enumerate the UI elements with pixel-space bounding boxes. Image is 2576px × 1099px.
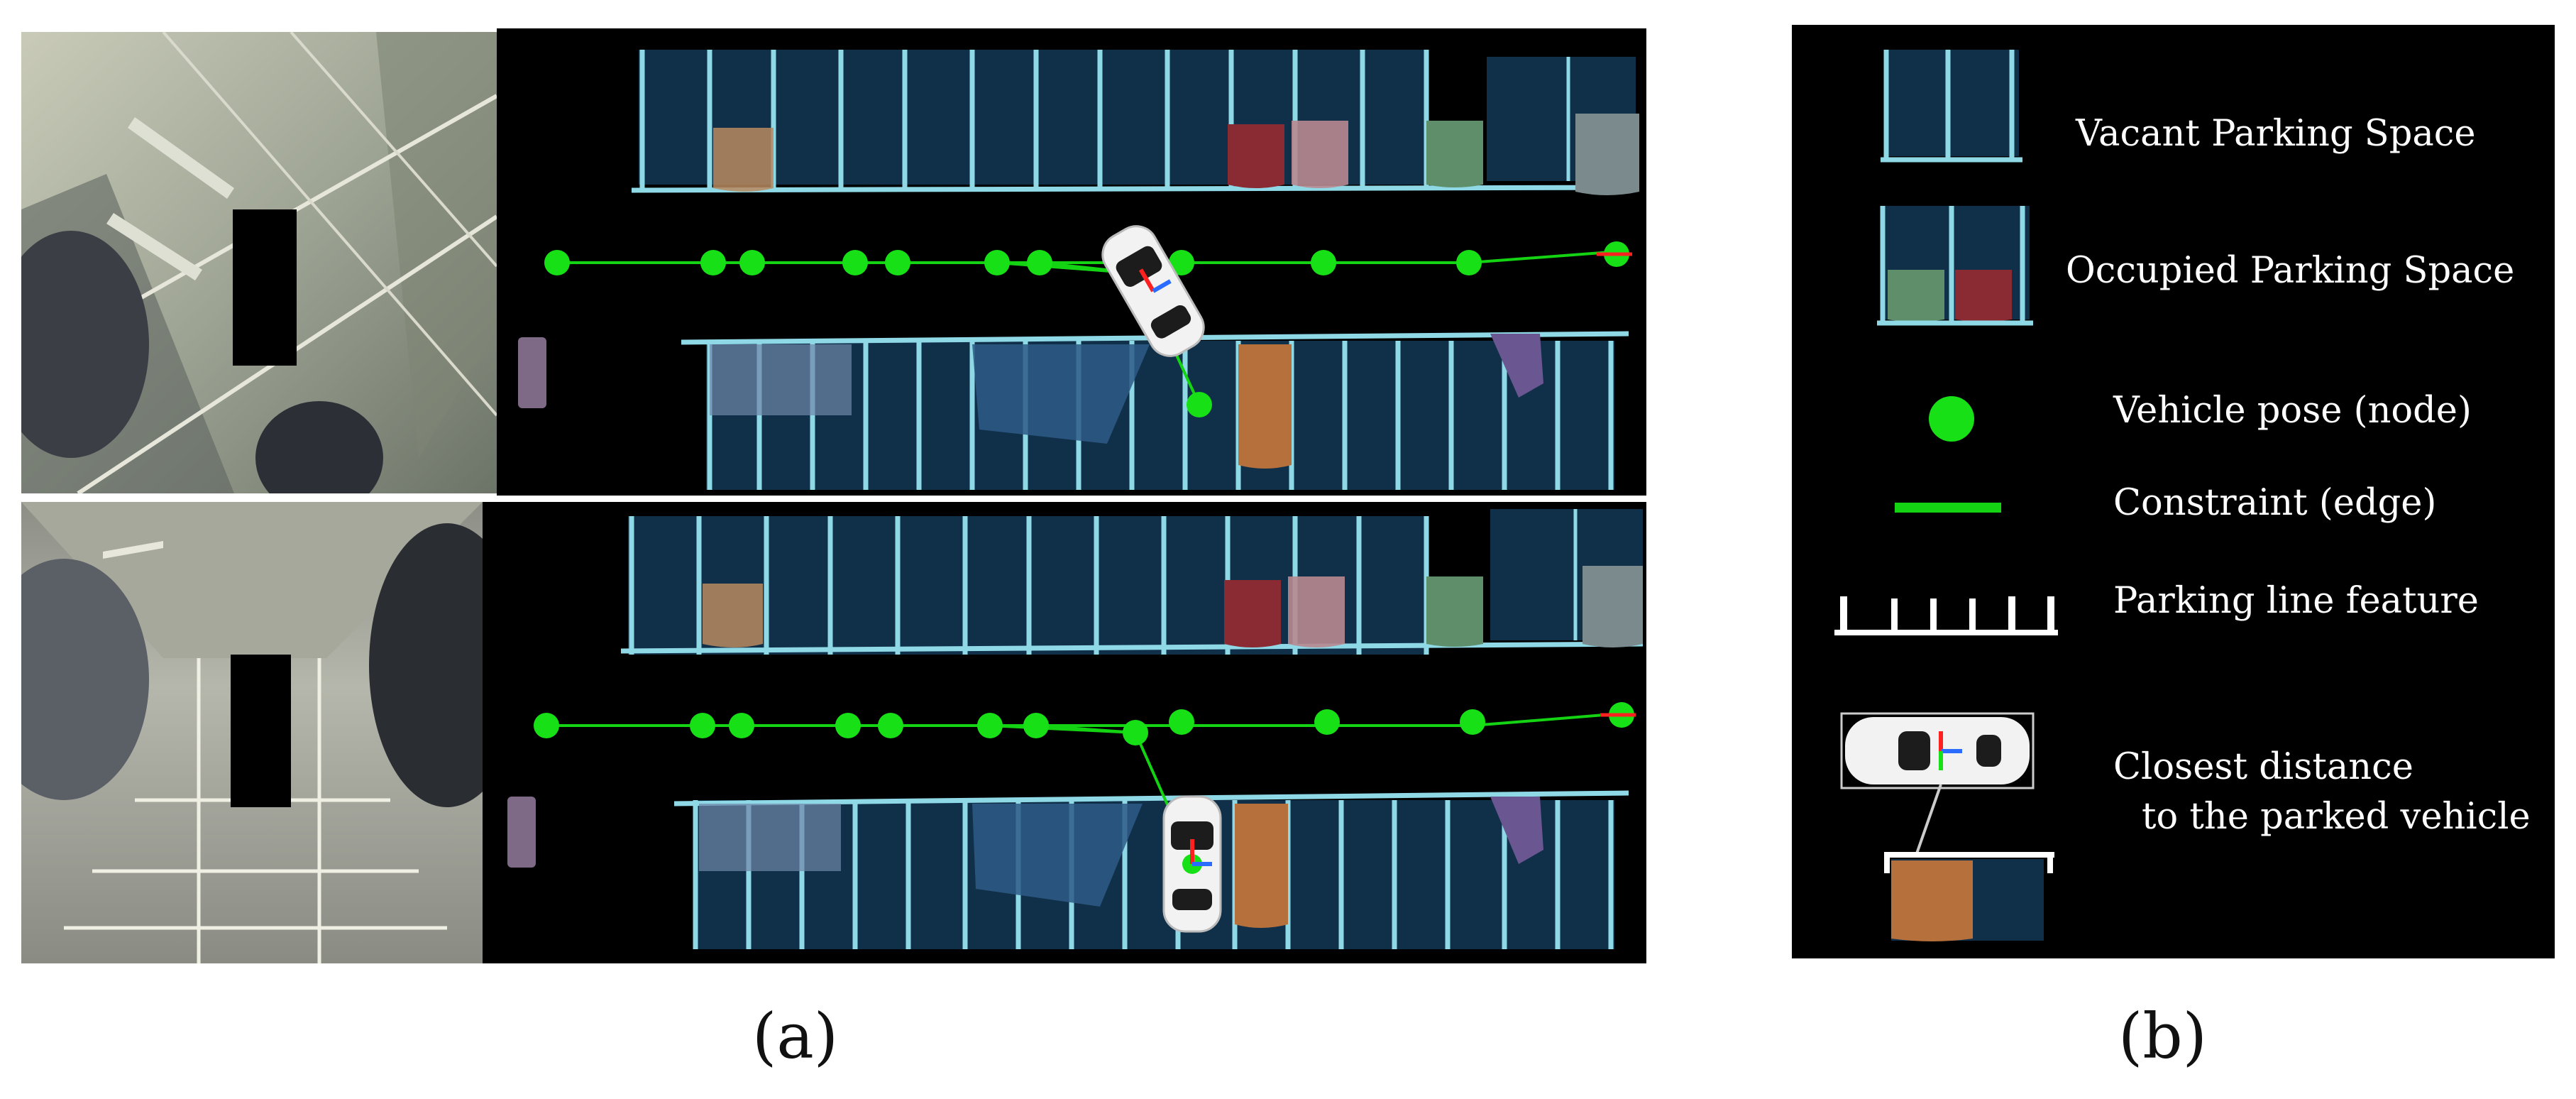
legend-label-occupied: Occupied Parking Space [2066,250,2515,292]
legend-label-vacant: Vacant Parking Space [2076,113,2476,155]
vehicle-pose-node-icon [1929,396,1974,442]
constraint-edge-icon [1895,503,2001,513]
legend-label-node: Vehicle pose (node) [2113,390,2472,432]
parking-map-top [497,28,1646,496]
panel-b-caption: (b) [2118,1000,2207,1073]
legend-label-closest-distance-2: to the parked vehicle [2142,796,2531,838]
parking-map-bottom [483,502,1646,963]
camera-view-top [21,32,497,493]
parking-line-feature-icon [1834,596,2058,635]
panel-a-caption: (a) [752,1000,839,1073]
legend-panel: Vacant Parking Space Occupied Parking Sp… [1792,25,2555,958]
legend-label-edge: Constraint (edge) [2113,482,2437,524]
legend-label-line-feature: Parking line feature [2113,580,2479,622]
closest-distance-icon [1840,712,2054,941]
camera-image-top [21,32,497,493]
camera-view-bottom [21,502,483,963]
vacant-space-icon [1881,50,2022,163]
map-svg-bottom [507,509,1644,949]
occupied-space-icon [1877,206,2033,326]
map-svg-top [518,50,1640,490]
legend-label-closest-distance-1: Closest distance [2113,746,2413,788]
camera-image-bottom [21,502,483,963]
